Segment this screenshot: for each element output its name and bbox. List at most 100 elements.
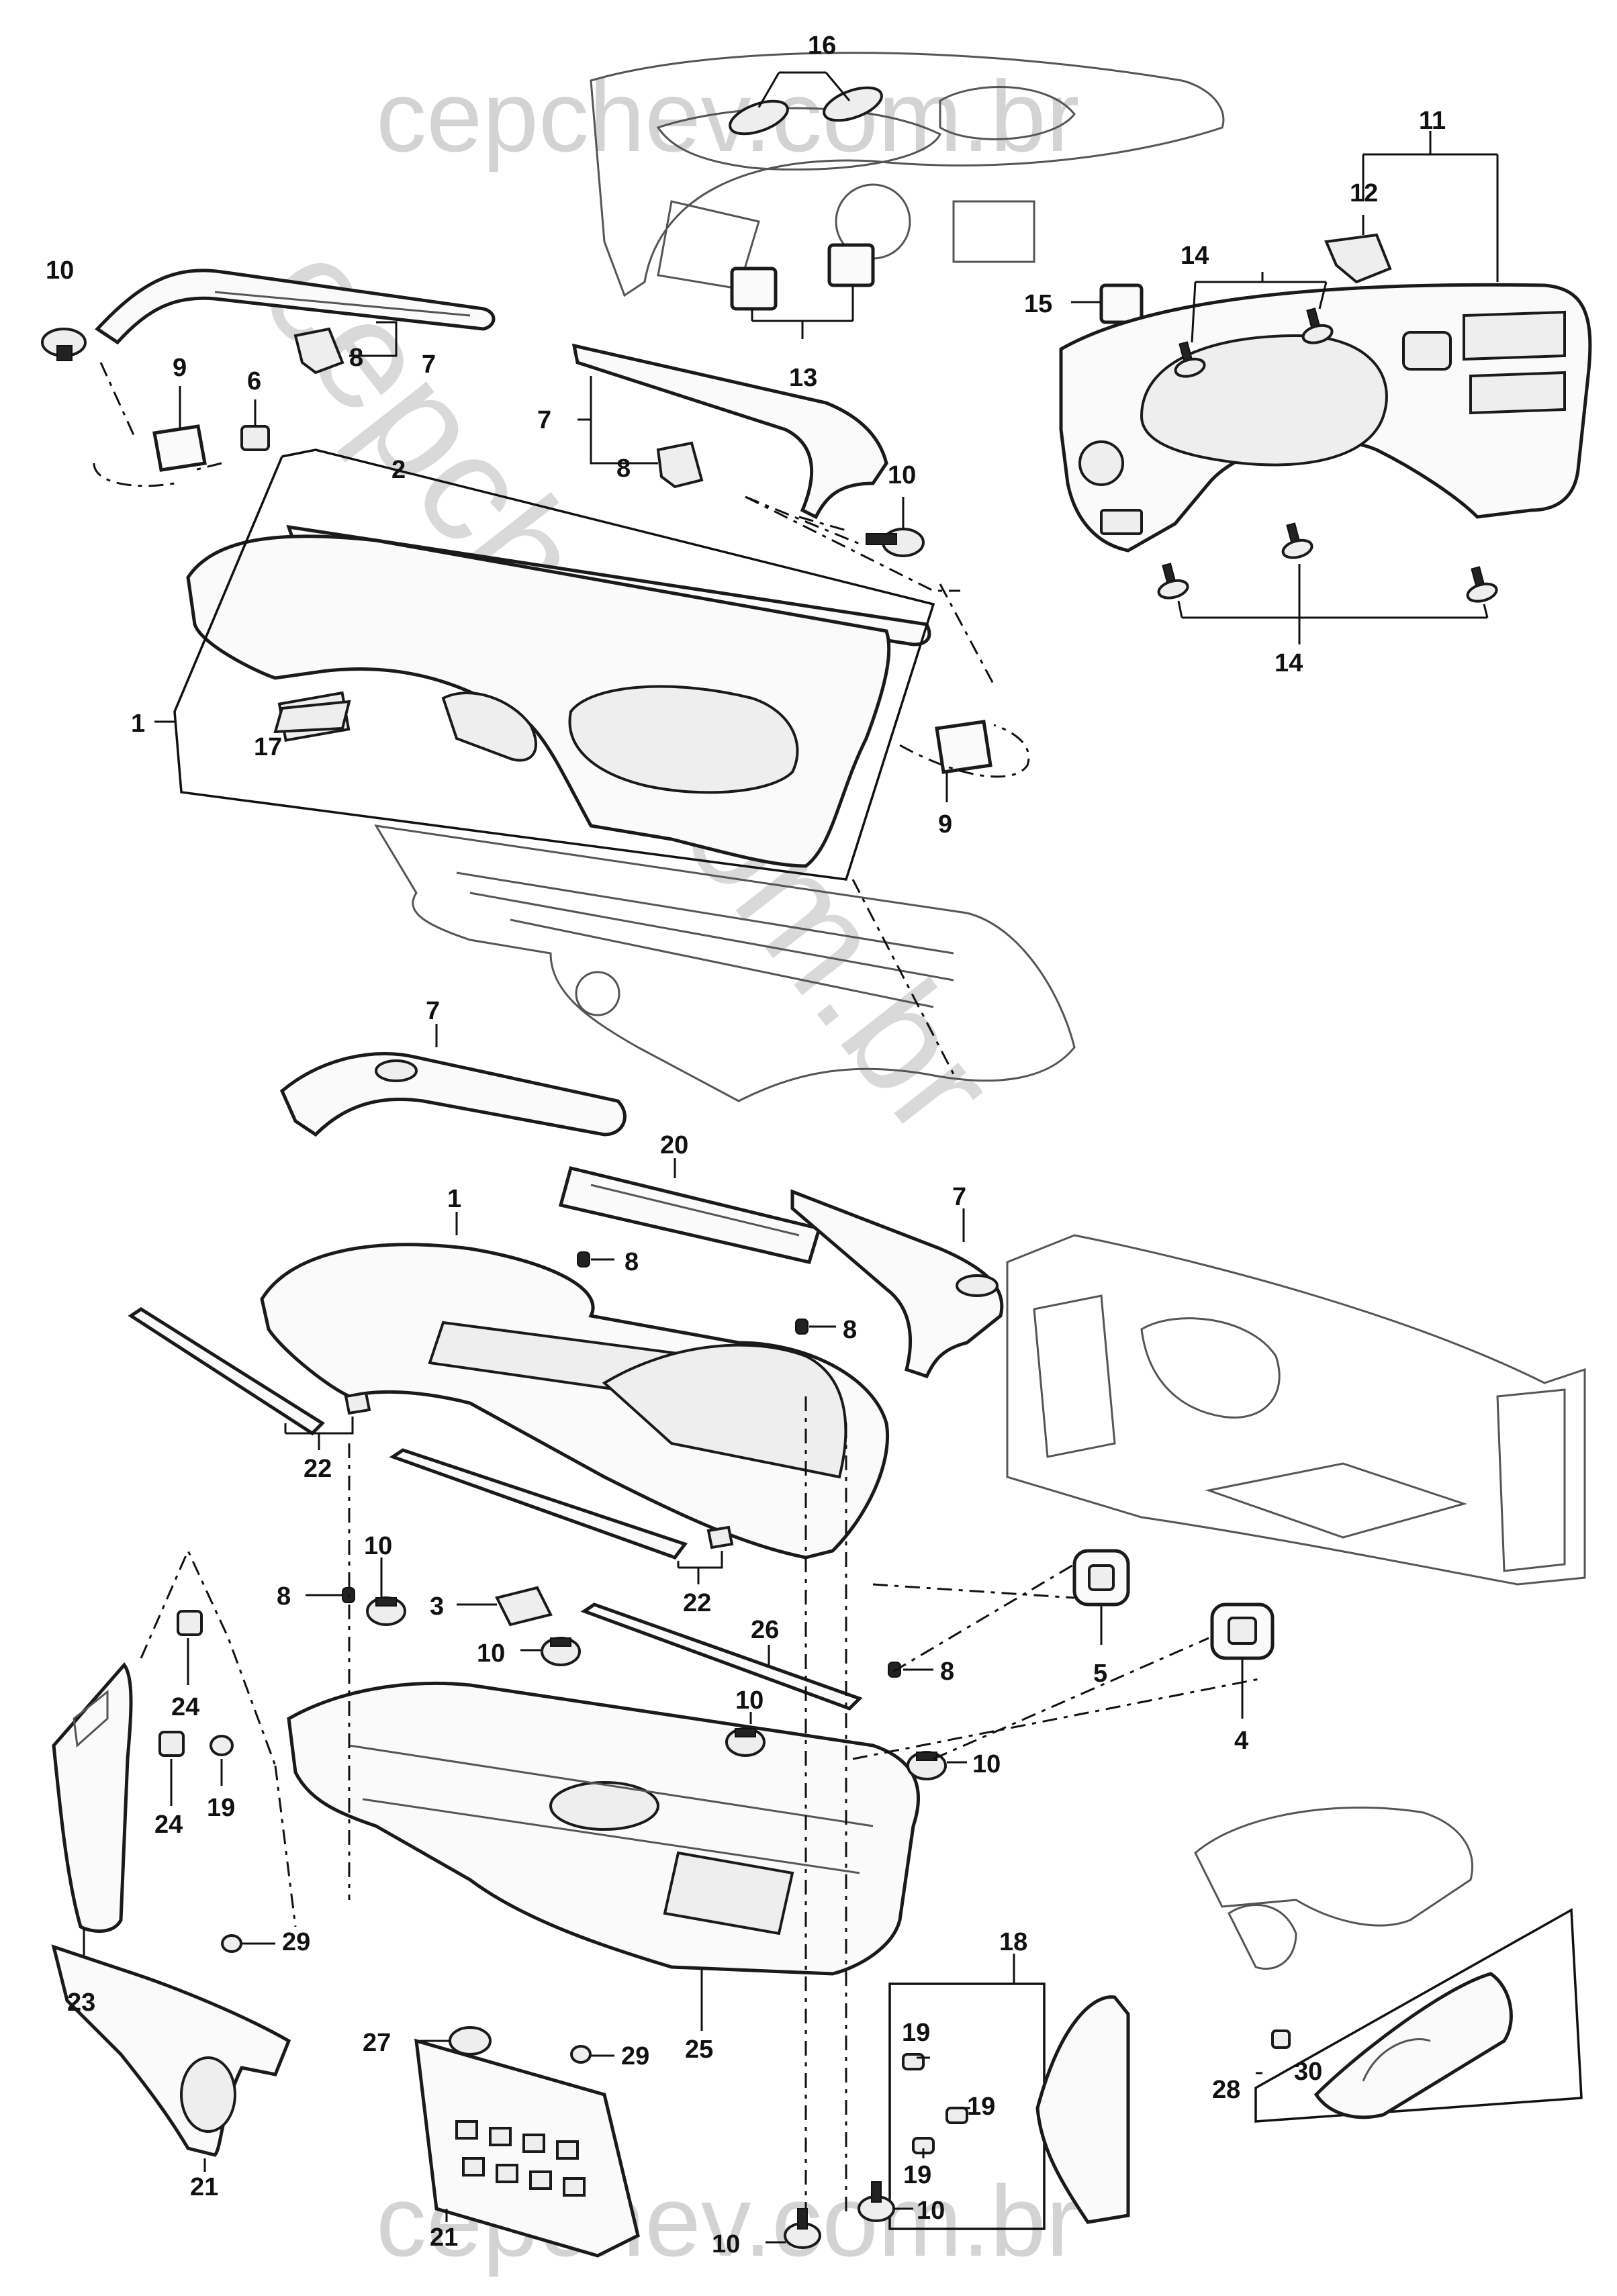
callout-10: 10 — [46, 256, 74, 285]
callout-29: 29 — [282, 1928, 310, 1956]
vent-16 — [729, 86, 883, 136]
glove-box-door-18 — [1035, 1995, 1130, 2224]
callout-26: 26 — [751, 1616, 779, 1644]
inset-dashboard-outline — [1194, 1807, 1473, 1970]
side-trim-panel-23 — [52, 1662, 133, 1933]
glove-box-28 — [1313, 1972, 1513, 2119]
callout-7: 7 — [426, 997, 440, 1025]
clip-30 — [1271, 2029, 1291, 2049]
callout-30: 30 — [1294, 2058, 1322, 2086]
clip-24-upper — [177, 1610, 203, 1636]
sound-insulator-17 — [273, 700, 351, 734]
clip-29-left — [221, 1934, 242, 1953]
cross-car-beam-25 — [287, 1681, 920, 1976]
callout-16: 16 — [808, 32, 836, 60]
callout-29: 29 — [621, 2042, 649, 2070]
callout-9: 9 — [938, 810, 952, 839]
callout-18: 18 — [999, 1928, 1027, 1956]
defroster-duct-26 — [580, 1603, 863, 1711]
vent-4 — [1210, 1603, 1275, 1660]
callout-3: 3 — [430, 1592, 444, 1621]
watermark-top: cepchev.com.br — [376, 60, 1080, 173]
dashboard-pad-1-upper — [186, 524, 931, 868]
callout-10: 10 — [972, 1750, 1001, 1778]
callout-10: 10 — [712, 2230, 740, 2258]
callout-8: 8 — [616, 455, 631, 483]
clip-8-left — [293, 327, 344, 375]
seal-strip-22-right — [389, 1448, 734, 1560]
callout-7: 7 — [422, 350, 436, 379]
screw-10-beam-a — [366, 1596, 406, 1626]
knee-bolster-21-left — [51, 1944, 291, 2157]
callout-24: 24 — [171, 1693, 199, 1721]
callout-12: 12 — [1350, 179, 1378, 207]
clip-15 — [1099, 283, 1144, 324]
clip-9-right — [935, 720, 992, 774]
callout-13: 13 — [789, 364, 817, 392]
callout-2: 2 — [391, 456, 406, 484]
callout-25: 25 — [685, 2036, 713, 2064]
callout-10: 10 — [888, 461, 916, 489]
screw-10-beam-c — [725, 1727, 766, 1757]
callout-23: 23 — [67, 1989, 95, 2017]
clip-8-center-b — [795, 1319, 808, 1335]
screw-10-bottom-a — [784, 2208, 821, 2249]
callout-19: 19 — [902, 2019, 930, 2047]
callout-22: 22 — [683, 1589, 711, 1617]
callout-8: 8 — [940, 1658, 954, 1686]
vent-5 — [1072, 1549, 1130, 1607]
clip-29-center — [570, 2045, 592, 2064]
callout-8: 8 — [625, 1248, 639, 1276]
callout-21: 21 — [430, 2223, 458, 2252]
screw-14-group — [1157, 307, 1498, 603]
clip-8-middle — [656, 441, 704, 489]
callout-24: 24 — [154, 1811, 183, 1839]
screw-10-bottom-b — [858, 2181, 895, 2222]
clip-24-lower — [158, 1731, 185, 1757]
callout-19: 19 — [207, 1794, 235, 1822]
defroster-panel-20 — [558, 1165, 822, 1264]
callout-8: 8 — [843, 1316, 857, 1344]
dashboard-pad-1-lower — [260, 1243, 889, 1560]
callout-14: 14 — [1275, 649, 1303, 677]
callout-8: 8 — [349, 344, 363, 372]
callout-10: 10 — [917, 2197, 945, 2225]
callout-9: 9 — [173, 354, 187, 382]
screw-10-top-left — [41, 328, 87, 361]
clip-8-beam-right — [888, 1662, 901, 1678]
callout-labels: 16 11 12 10 7 8 9 6 14 15 13 7 8 10 2 14… — [46, 32, 1446, 2258]
callout-10: 10 — [477, 1639, 505, 1668]
callout-15: 15 — [1024, 290, 1052, 318]
clip-19-left — [210, 1735, 234, 1756]
cowl-outline — [374, 824, 1076, 1102]
clip-12 — [1324, 233, 1392, 284]
callout-19: 19 — [903, 2161, 931, 2189]
callout-10: 10 — [364, 1532, 392, 1560]
callout-6: 6 — [247, 367, 261, 395]
glove-box-group-frame — [888, 1982, 1046, 2230]
bracket-3 — [495, 1586, 553, 1627]
screw-10-middle — [866, 528, 925, 557]
callout-10: 10 — [735, 1686, 764, 1715]
callout-20: 20 — [660, 1131, 688, 1159]
screw-10-beam-d — [907, 1751, 947, 1780]
side-trim-7-right — [790, 1189, 1004, 1379]
callout-21: 21 — [190, 2173, 218, 2201]
clip-9-left — [152, 424, 207, 472]
body-structure-outline — [1006, 1234, 1586, 1586]
callout-8: 8 — [277, 1582, 291, 1611]
callout-1: 1 — [447, 1185, 461, 1213]
glove-box-inset-frame — [1254, 1908, 1583, 2123]
screw-10-beam-b — [541, 1637, 581, 1666]
callout-27: 27 — [363, 2029, 391, 2057]
bumper-19-group — [902, 2053, 968, 2154]
nut-6 — [240, 425, 270, 451]
callout-11: 11 — [1419, 107, 1446, 135]
seal-strip-22-left — [128, 1307, 371, 1436]
callout-28: 28 — [1212, 2076, 1240, 2104]
lower-panel-21-center — [414, 2038, 640, 2258]
defroster-trim-7-middle — [571, 343, 888, 520]
clip-13 — [730, 243, 875, 311]
clip-27 — [449, 2026, 492, 2056]
